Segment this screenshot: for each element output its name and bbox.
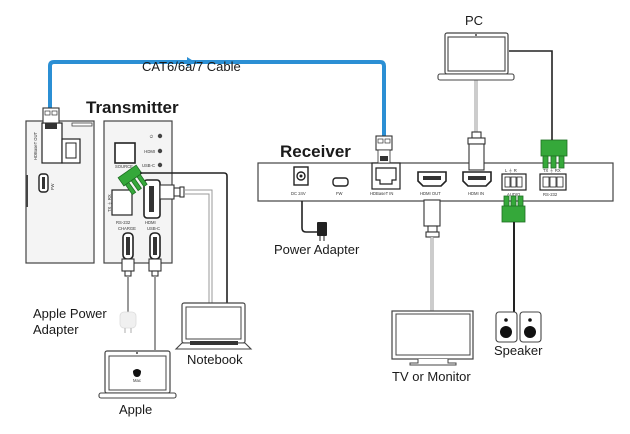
- power-led-icon: [157, 133, 163, 139]
- hdmi-led-label: HDMI: [144, 149, 155, 154]
- tx-rs232-label: RS-232: [116, 220, 131, 225]
- notebook-label: Notebook: [187, 352, 243, 367]
- usbc-led-label: USB-C: [142, 163, 155, 168]
- rx-rs232-wire: [509, 50, 553, 140]
- rx-hdbaset-in-label: HDBaseT IN: [370, 191, 393, 196]
- apple-laptop-icon: [98, 350, 177, 399]
- tx-usbc-label: USB-C: [147, 226, 160, 231]
- apple-screen-text: Mac: [133, 378, 141, 383]
- rx-hdmi-out-label: HDMI OUT: [420, 191, 441, 196]
- charge-cable: [121, 258, 135, 312]
- rx-power-cable: [301, 201, 327, 241]
- transmitter-title: Transmitter: [86, 98, 179, 117]
- rx-hdmi-in-label: HDMI IN: [468, 191, 484, 196]
- rx-rs232-connector: [540, 139, 568, 169]
- rx-rs232-label: RS-232: [543, 192, 558, 197]
- rx-audio-label: AUDIO: [507, 192, 521, 197]
- usbc-cable: [148, 258, 162, 350]
- rx-rs232-pins-label: TX ⏚ RX: [543, 168, 561, 173]
- rx-hdmi-out-cable: [423, 199, 441, 311]
- rx-hdmi-in-cable: [467, 80, 486, 171]
- rx-rj45-plug: [375, 135, 393, 164]
- hdbaset-out-label: HDBaseT OUT: [33, 131, 38, 160]
- tx-fw-label: FW: [50, 183, 55, 190]
- rx-audio-connector: [501, 195, 526, 223]
- source-button[interactable]: [114, 142, 136, 164]
- power-led-label: ⏻: [150, 134, 154, 139]
- power-adapter-icon: [317, 222, 327, 236]
- speaker-icon: [495, 311, 542, 343]
- apple-power-adapter-icon: [119, 311, 137, 333]
- rx-fw-label: FW: [336, 191, 343, 196]
- transmitter-side-panel: [25, 107, 95, 264]
- apple-power-adapter-label-2: Adapter: [33, 322, 79, 337]
- usbc-led-icon: [157, 162, 163, 168]
- tx-rs232-wire: [140, 172, 228, 303]
- cable-label: CAT6/6a/7 Cable: [142, 59, 241, 74]
- apple-power-adapter-label-1: Apple Power: [33, 306, 107, 321]
- apple-logo-icon: [133, 369, 141, 377]
- pc-label: PC: [465, 13, 483, 28]
- tx-hdmi-label: HDMI: [145, 220, 156, 225]
- charge-label: CHARGE: [118, 226, 136, 231]
- rx-dc-label: DC 24V: [291, 191, 306, 196]
- transmitter-front-panel: [103, 120, 173, 264]
- power-adapter-label: Power Adapter: [274, 242, 360, 257]
- source-label: SOURCE: [115, 164, 133, 169]
- tx-rs232-connector: [117, 164, 148, 196]
- receiver-panel: [257, 162, 614, 202]
- tv-label: TV or Monitor: [392, 369, 471, 384]
- tx-hdmi-cable: [159, 184, 213, 303]
- pc-laptop-icon: [437, 32, 515, 81]
- tv-monitor-icon: [391, 310, 474, 366]
- tx-rs232-pins-label: TX ⏚ RX: [107, 194, 112, 212]
- rx-audio-pins-label: L ⏚ R: [505, 168, 517, 173]
- hdmi-led-icon: [157, 148, 163, 154]
- speaker-label: Speaker: [494, 343, 543, 358]
- notebook-icon: [174, 302, 253, 350]
- receiver-title: Receiver: [280, 142, 351, 161]
- cat-cable: [48, 57, 386, 136]
- apple-label: Apple: [119, 402, 152, 417]
- cable-direction-arrow-icon: [187, 57, 195, 67]
